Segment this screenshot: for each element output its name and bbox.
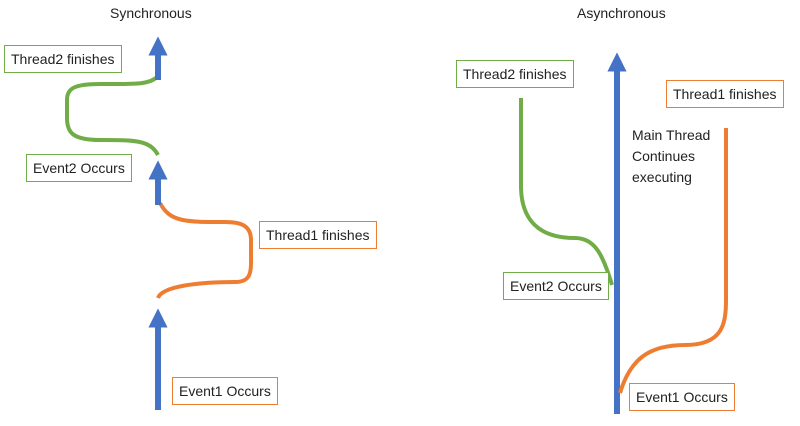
sync-event2-occurs-label: Event2 Occurs [26, 154, 132, 182]
sync-event1-occurs-label: Event1 Occurs [172, 377, 278, 405]
sync-flow [65, 36, 254, 410]
async-main-thread-note: Main Thread Continues executing [632, 125, 710, 188]
main-note-line-2: Continues [632, 148, 696, 164]
async-event1-occurs-label: Event1 Occurs [629, 383, 735, 411]
async-thread2-finishes-label: Thread2 finishes [456, 60, 574, 88]
sync-thread2-curve [65, 74, 160, 157]
sync-thread1-curve [156, 201, 254, 300]
main-note-line-3: executing [632, 169, 692, 185]
sync-title: Synchronous [110, 5, 192, 21]
sync-thread2-finishes-label: Thread2 finishes [4, 45, 122, 73]
sync-thread1-finishes-label: Thread1 finishes [259, 221, 377, 249]
async-thread2-curve [519, 98, 614, 286]
main-note-line-1: Main Thread [632, 127, 711, 143]
async-title: Asynchronous [577, 5, 666, 21]
async-thread1-finishes-label: Thread1 finishes [666, 80, 784, 108]
async-event2-occurs-label: Event2 Occurs [503, 272, 609, 300]
async-flow [519, 52, 728, 414]
async-thread1-curve [618, 128, 728, 394]
